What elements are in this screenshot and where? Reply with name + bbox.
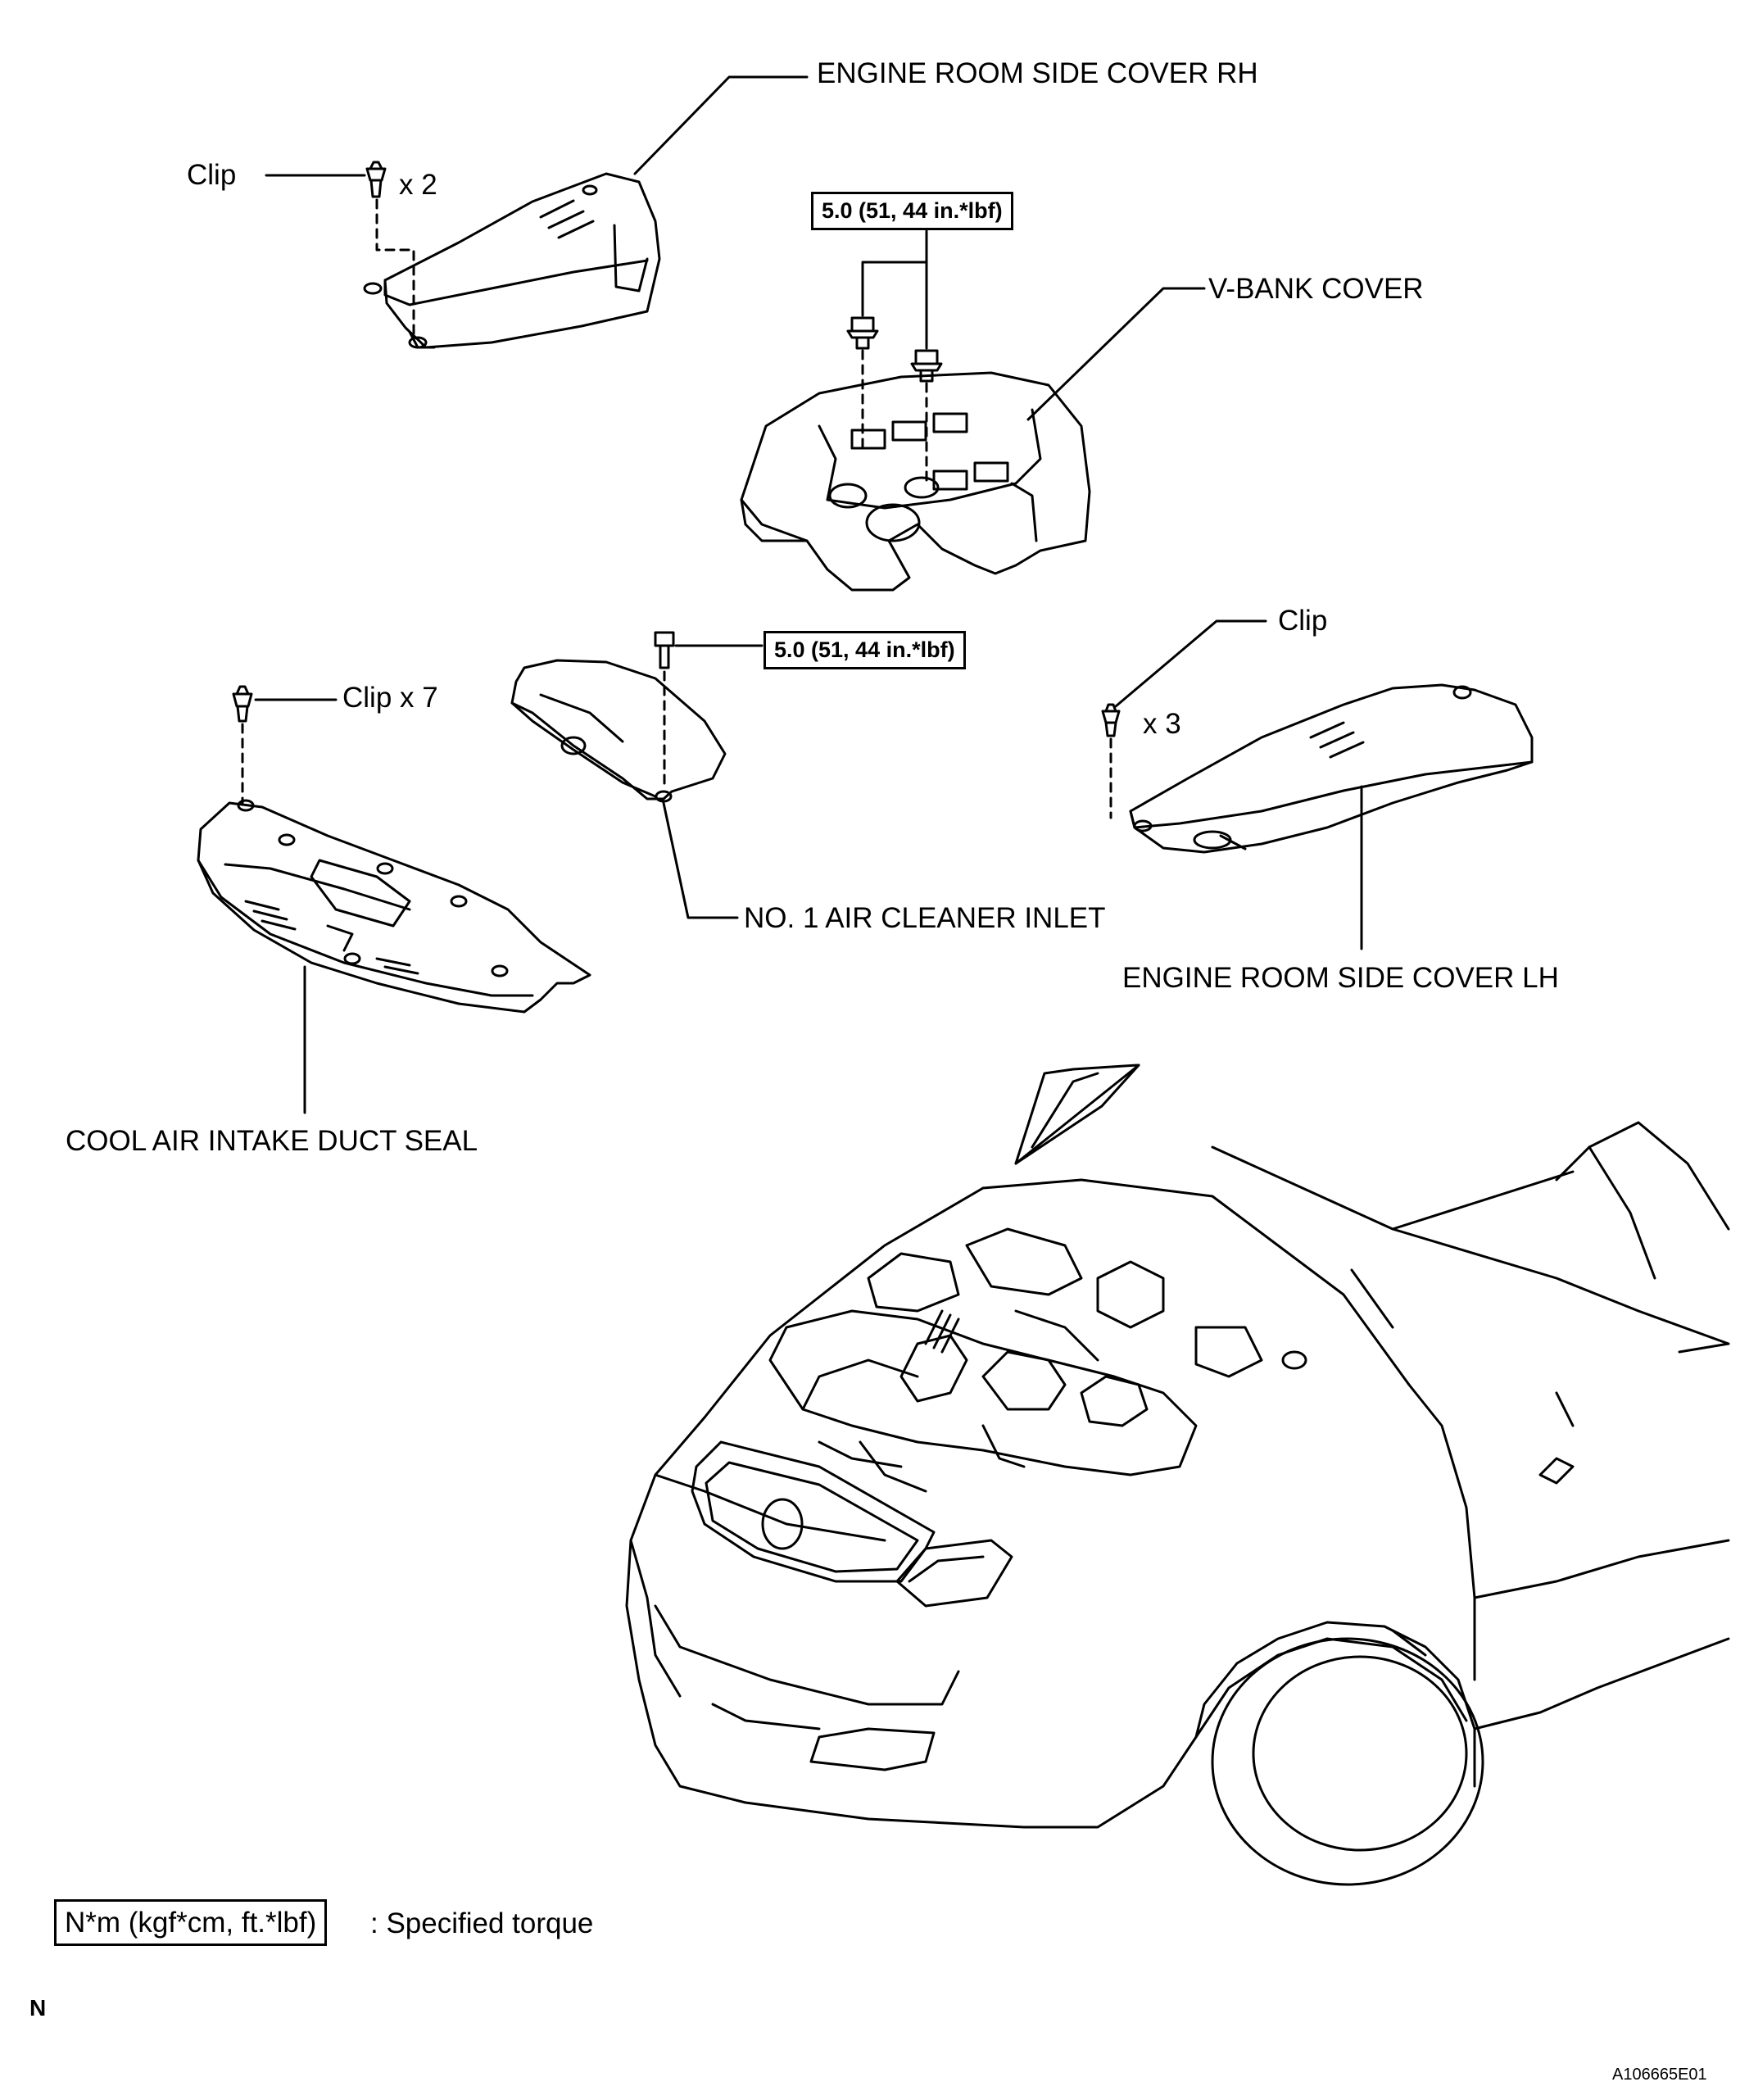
figure-id: A106665E01 [1612, 2066, 1707, 2084]
legend-torque-unit-box: N*m (kgf*cm, ft.*lbf) [54, 1899, 328, 1946]
leader-line-v-bank-cover [1026, 287, 1206, 421]
clip-lh-leader [1114, 619, 1267, 708]
legend-specified-torque: : Specified torque [370, 1907, 594, 1939]
torque-box-air-cleaner-inlet: 5.0 (51, 44 in.*lbf) [764, 631, 966, 669]
vehicle-front-illustration [625, 1064, 1730, 1886]
leader-line-side-cover-rh [633, 75, 809, 175]
label-clip-rh: Clip [187, 159, 237, 191]
clip-seal-icon [232, 685, 253, 723]
cool-air-intake-duct-seal-part [197, 799, 591, 1014]
air-cleaner-inlet-part [510, 659, 727, 803]
label-clip-rh-qty: x 2 [399, 169, 437, 201]
orientation-mark: N [29, 1995, 47, 2021]
label-v-bank-cover: V-BANK COVER [1208, 273, 1424, 305]
engine-room-side-cover-lh-part [1129, 683, 1534, 854]
v-bank-bolt-dashed-guides [861, 349, 928, 485]
leader-line-air-cleaner-inlet [662, 801, 739, 919]
label-clip-x7: Clip x 7 [342, 682, 438, 714]
label-no1-air-cleaner-inlet: NO. 1 AIR CLEANER INLET [744, 902, 1106, 934]
clip-rh-dashed-guide [375, 198, 415, 338]
v-bank-bolt-right-icon [910, 349, 943, 383]
torque-box-v-bank: 5.0 (51, 44 in.*lbf) [811, 192, 1013, 230]
v-bank-cover-part [740, 371, 1091, 592]
air-cleaner-bolt-icon [654, 631, 675, 669]
v-bank-torque-leader [861, 229, 928, 350]
label-cool-air-intake-duct-seal: COOL AIR INTAKE DUCT SEAL [66, 1125, 478, 1157]
label-clip-lh: Clip [1278, 605, 1328, 637]
engine-room-side-cover-rh-part [363, 172, 661, 349]
label-clip-lh-qty: x 3 [1143, 708, 1181, 740]
v-bank-bolt-left-icon [846, 316, 879, 350]
clip-lh-icon [1101, 703, 1121, 737]
label-engine-room-side-cover-rh: ENGINE ROOM SIDE COVER RH [817, 57, 1258, 89]
label-engine-room-side-cover-lh: ENGINE ROOM SIDE COVER LH [1122, 962, 1559, 994]
clip-rh-icon [365, 161, 387, 198]
